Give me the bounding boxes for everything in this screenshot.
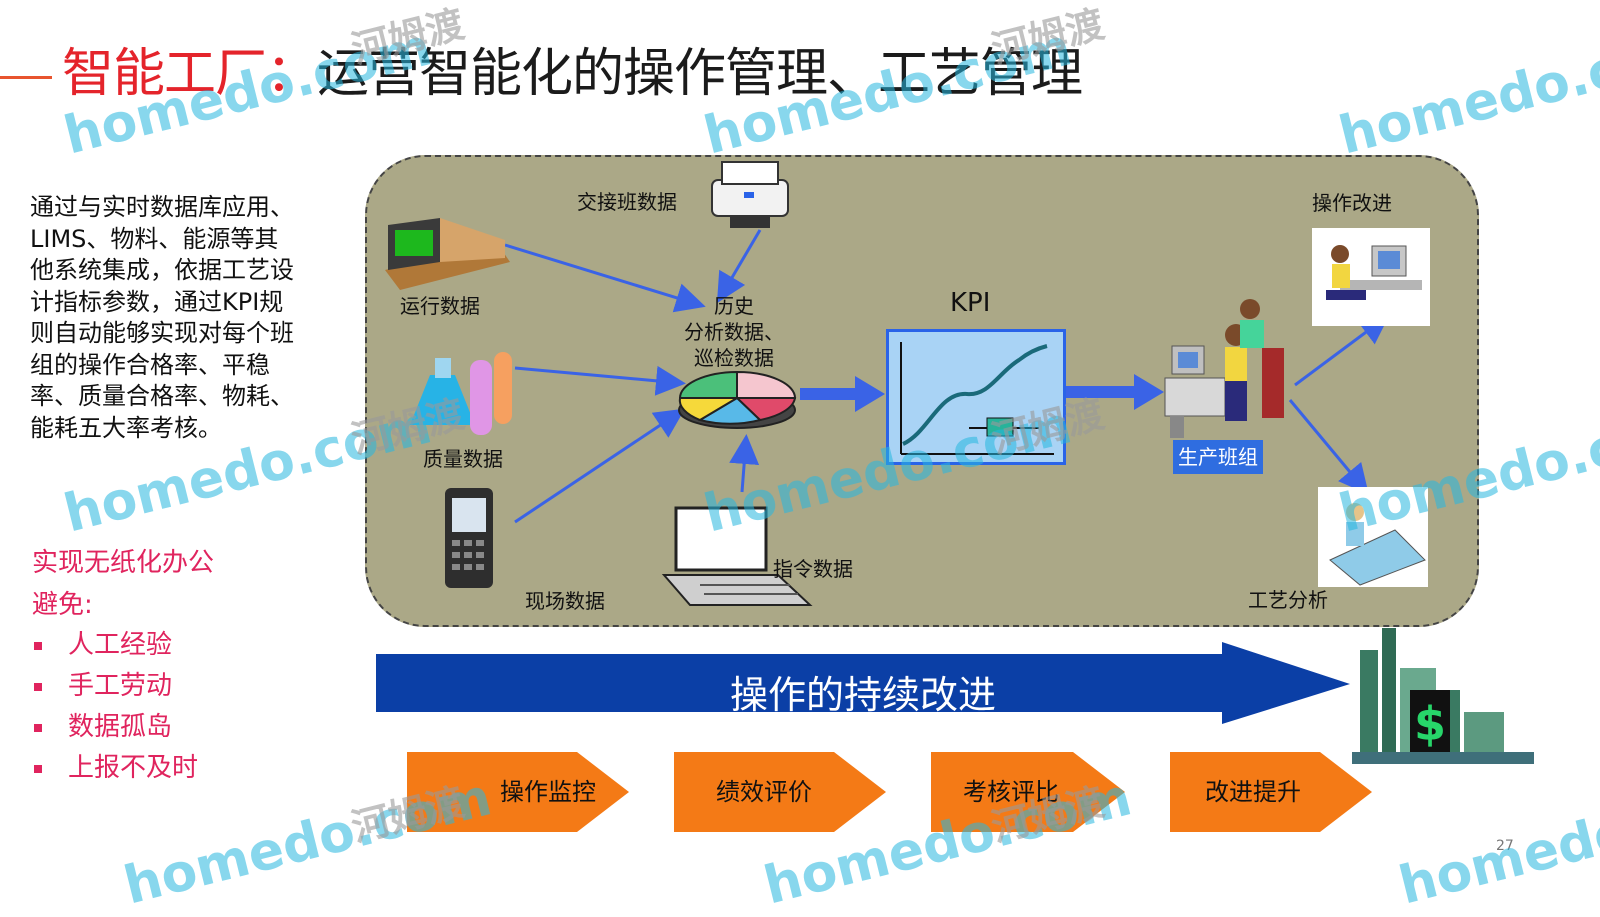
- continuous-improvement-label: 操作的持续改进: [730, 673, 997, 717]
- kpi-chart: [886, 329, 1066, 465]
- chevron-shape: [407, 752, 629, 832]
- avoid-item: 数据孤岛: [34, 706, 172, 743]
- factory-dollar-icon: $: [1352, 628, 1534, 764]
- field-data-label: 现场数据: [525, 589, 605, 613]
- quality-data-label: 质量数据: [423, 447, 503, 471]
- title-main: 运营智能化的操作管理、工艺管理: [317, 44, 1083, 104]
- op-improve-label: 操作改进: [1312, 191, 1392, 215]
- chevron-shape: [931, 752, 1125, 832]
- bullet-icon: [34, 682, 42, 691]
- desk-worker-icon: [1312, 228, 1430, 326]
- laptop-icon: [385, 218, 510, 290]
- page-number: 27: [1496, 838, 1514, 854]
- handheld-device-icon: [445, 488, 493, 588]
- step-assessment: 考核评比: [931, 752, 1125, 832]
- pie-chart-icon: [678, 370, 797, 429]
- run-data-label: 运行数据: [400, 294, 480, 318]
- avoid-item: 人工经验: [34, 624, 172, 661]
- slide-title: 智能工厂：运营智能化的操作管理、工艺管理: [62, 42, 1083, 106]
- paperless-heading: 实现无纸化办公: [32, 548, 215, 578]
- bullet-icon: [34, 764, 42, 773]
- chevron-shape: [674, 752, 886, 832]
- history-data-label: 历史 分析数据、 巡检数据: [684, 294, 784, 370]
- operators-workstation-icon: [1164, 299, 1284, 438]
- avoid-item: 上报不及时: [34, 747, 198, 784]
- kpi-label: KPI: [950, 288, 991, 318]
- thick-arrows: [800, 374, 1164, 412]
- flow-arrows: [504, 229, 1390, 524]
- command-data-label: 指令数据: [773, 557, 853, 581]
- title-accent-line: [0, 76, 52, 79]
- engineer-drafting-icon: [1318, 487, 1428, 587]
- notebook-computer-icon: [661, 506, 813, 606]
- flask-icon: [410, 352, 512, 435]
- process-analysis-label: 工艺分析: [1248, 588, 1328, 612]
- step-improvement: 改进提升: [1170, 752, 1372, 832]
- bullet-icon: [34, 641, 42, 650]
- avoid-label: 避免:: [32, 590, 93, 620]
- svg-text:$: $: [1414, 697, 1446, 751]
- description-text: 通过与实时数据库应用、LIMS、物料、能源等其他系统集成，依据工艺设计指标参数，…: [30, 193, 294, 442]
- avoid-item: 手工劳动: [34, 665, 172, 702]
- printer-icon: [711, 161, 789, 228]
- title-prefix: 智能工厂：: [62, 44, 318, 104]
- step-performance-evaluation: 绩效评价: [674, 752, 886, 832]
- production-team-badge: 生产班组: [1173, 440, 1263, 474]
- kpi-curve-icon: [900, 342, 1054, 455]
- shift-data-label: 交接班数据: [577, 190, 677, 214]
- continuous-improvement-arrow: [376, 642, 1350, 724]
- step-operation-monitoring: 操作监控: [407, 752, 629, 832]
- bullet-icon: [34, 723, 42, 732]
- chevron-shape: [1170, 752, 1372, 832]
